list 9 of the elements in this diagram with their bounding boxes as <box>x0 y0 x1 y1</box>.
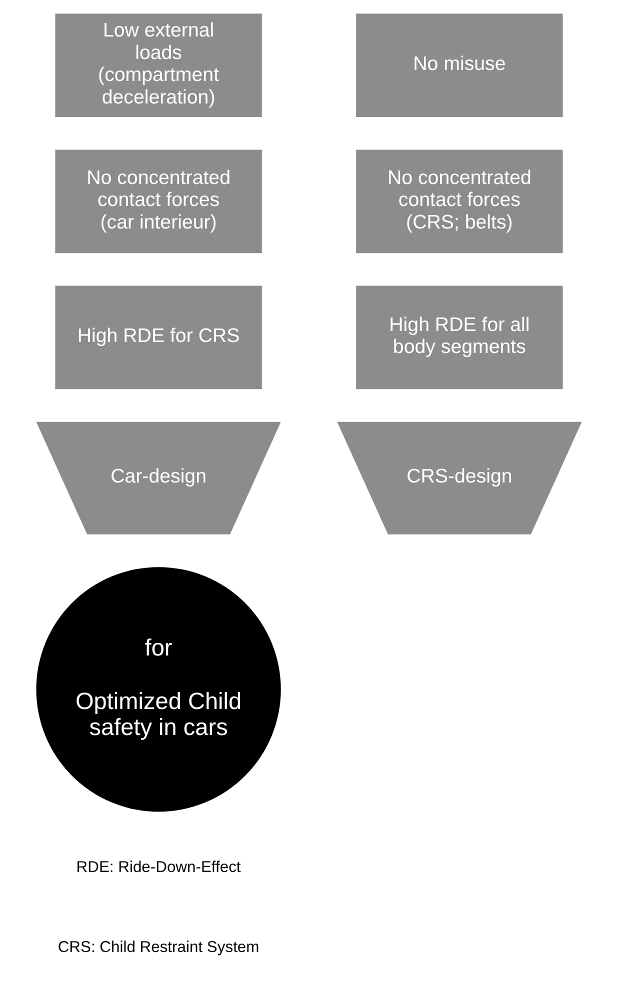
node-box: High RDE for CRS <box>54 286 262 390</box>
node-box: No concentrated contact forces (car interieur) <box>54 150 262 254</box>
node-circle: for Optimized Child safety in cars <box>36 567 280 812</box>
node-box: Low external loads (compartment deceleration) <box>54 14 262 118</box>
node-box: High RDE for all body segments <box>356 286 562 390</box>
label: RDE: Ride-Down-Effect <box>76 859 240 876</box>
label: CRS: Child Restraint System <box>57 938 259 956</box>
node-box: No misuse <box>356 14 562 118</box>
node-box: No concentrated contact forces (CRS; belts) <box>356 150 562 254</box>
